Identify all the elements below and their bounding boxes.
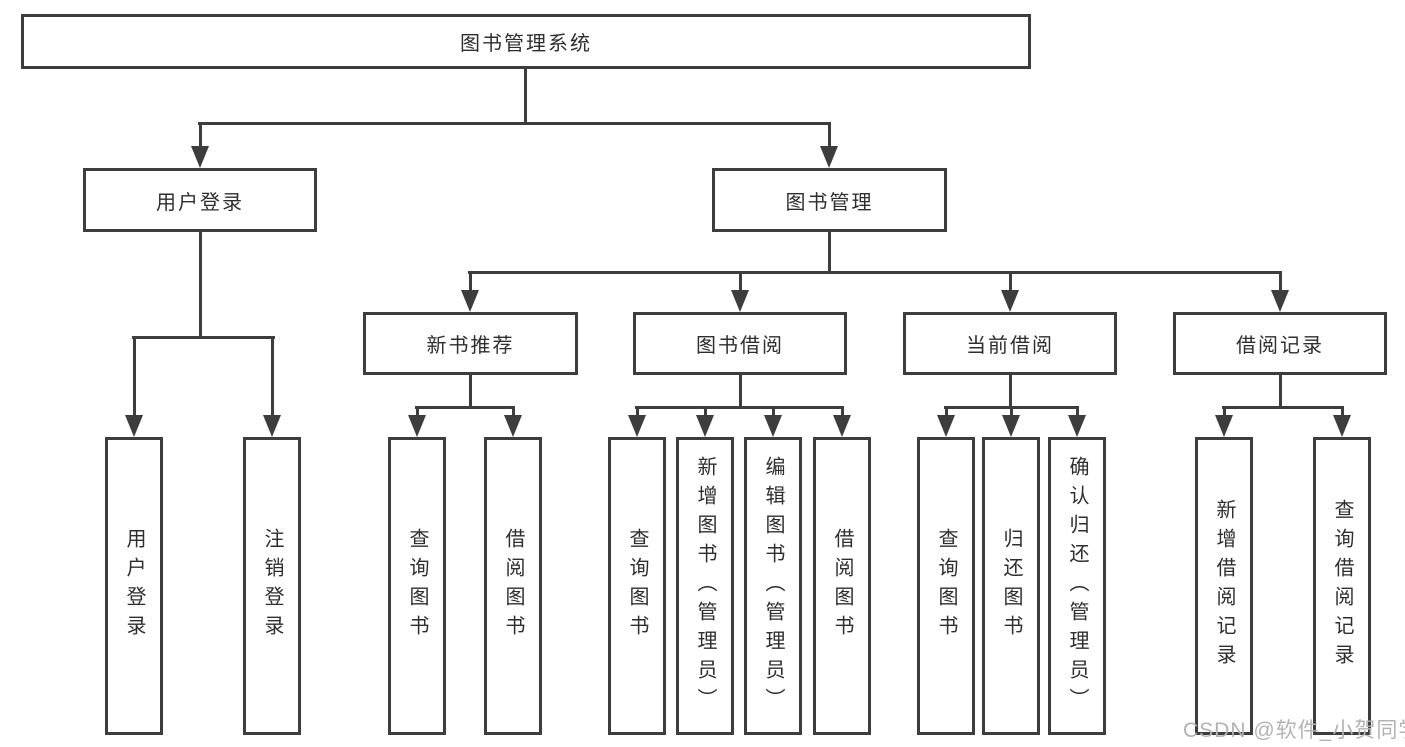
- node-current-borrowing: 当前借阅: [903, 312, 1117, 375]
- connector-line: [1076, 406, 1079, 417]
- node-label: 确认归还（管理员）: [1066, 455, 1088, 717]
- node-label: 图书借阅: [696, 335, 784, 357]
- arrow-down-icon: [1002, 415, 1020, 437]
- leaf-borrow-books-recommend: 借阅图书: [484, 437, 542, 735]
- node-library-management-system: 图书管理系统: [21, 14, 1031, 69]
- leaf-return-books: 归还图书: [982, 437, 1040, 735]
- arrow-down-icon: [628, 415, 646, 437]
- node-label: 用户登录: [156, 191, 244, 214]
- leaf-logout: 注销登录: [243, 437, 301, 735]
- node-label: 新增图书（管理员）: [694, 455, 716, 717]
- leaf-query-borrow-record: 查询借阅记录: [1313, 437, 1371, 735]
- connector-line: [841, 406, 844, 417]
- arrow-down-icon: [504, 415, 522, 437]
- arrow-down-icon: [833, 415, 851, 437]
- connector-line: [704, 406, 707, 417]
- connector-line: [1009, 271, 1012, 292]
- node-book-borrowing: 图书借阅: [633, 312, 847, 375]
- connector-line: [469, 271, 472, 292]
- leaf-edit-books-admin: 编辑图书（管理员）: [744, 437, 802, 735]
- leaf-confirm-return-admin: 确认归还（管理员）: [1048, 437, 1106, 735]
- connector-line: [636, 406, 639, 417]
- connector-line: [469, 375, 472, 409]
- leaf-add-books-admin: 新增图书（管理员）: [676, 437, 734, 735]
- node-label: 用户登录: [123, 528, 145, 644]
- node-label: 借阅记录: [1236, 335, 1324, 357]
- connector-line: [739, 271, 742, 292]
- arrow-down-icon: [263, 415, 281, 437]
- node-label: 注销登录: [261, 528, 283, 644]
- node-label: 编辑图书（管理员）: [762, 455, 784, 717]
- connector-line: [199, 232, 202, 339]
- node-label: 借阅图书: [502, 528, 524, 644]
- arrow-down-icon: [191, 146, 209, 168]
- connector-line: [416, 406, 419, 417]
- arrow-down-icon: [937, 415, 955, 437]
- connector-line: [524, 69, 527, 122]
- arrow-down-icon: [1215, 415, 1233, 437]
- connector-line: [1010, 406, 1013, 417]
- arrow-down-icon: [764, 415, 782, 437]
- arrow-down-icon: [408, 415, 426, 437]
- connector-line: [133, 336, 136, 417]
- connector-line: [635, 406, 844, 409]
- leaf-query-books-recommend: 查询图书: [388, 437, 446, 735]
- connector-line: [1223, 406, 1226, 417]
- arrow-down-icon: [1068, 415, 1086, 437]
- connector-line: [739, 375, 742, 409]
- connector-line: [199, 122, 202, 148]
- arrow-down-icon: [820, 146, 838, 168]
- connector-line: [512, 406, 515, 417]
- leaf-query-books-borrow: 查询图书: [608, 437, 666, 735]
- node-borrowing-records: 借阅记录: [1173, 312, 1387, 375]
- arrow-down-icon: [1001, 290, 1019, 312]
- node-label: 新增借阅记录: [1213, 499, 1235, 673]
- connector-line: [1279, 271, 1282, 292]
- arrow-down-icon: [696, 415, 714, 437]
- connector-line: [132, 336, 275, 339]
- connector-line: [271, 336, 274, 417]
- connector-line: [468, 271, 1282, 274]
- node-book-management: 图书管理: [712, 168, 947, 232]
- node-label: 新书推荐: [426, 335, 515, 357]
- node-label: 查询图书: [406, 528, 428, 644]
- leaf-add-borrow-record: 新增借阅记录: [1195, 437, 1253, 735]
- arrow-down-icon: [1271, 290, 1289, 312]
- arrow-down-icon: [1333, 415, 1351, 437]
- node-label: 图书管理系统: [460, 33, 592, 55]
- leaf-borrow-books: 借阅图书: [813, 437, 871, 735]
- node-label: 图书管理: [785, 191, 874, 214]
- arrow-down-icon: [461, 290, 479, 312]
- connector-line: [1222, 406, 1344, 409]
- connector-line: [1009, 375, 1012, 409]
- leaf-user-login: 用户登录: [105, 437, 163, 735]
- connector-line: [945, 406, 948, 417]
- node-label: 查询借阅记录: [1331, 499, 1353, 673]
- node-label: 借阅图书: [831, 528, 853, 644]
- arrow-down-icon: [125, 415, 143, 437]
- connector-line: [1341, 406, 1344, 417]
- node-label: 查询图书: [935, 528, 957, 644]
- node-label: 当前借阅: [966, 335, 1054, 357]
- node-label: 查询图书: [626, 528, 648, 644]
- node-label: 归还图书: [1000, 528, 1022, 644]
- leaf-query-books-current: 查询图书: [917, 437, 975, 735]
- connector-line: [828, 122, 831, 148]
- connector-line: [772, 406, 775, 417]
- connector-line: [415, 406, 515, 409]
- connector-line: [828, 232, 831, 274]
- connector-line: [198, 122, 831, 125]
- node-user-login: 用户登录: [83, 168, 317, 232]
- node-new-book-recommendation: 新书推荐: [363, 312, 578, 375]
- csdn-watermark: CSDN @软件_小贺同学: [1183, 719, 1405, 742]
- arrow-down-icon: [731, 290, 749, 312]
- connector-line: [1279, 375, 1282, 409]
